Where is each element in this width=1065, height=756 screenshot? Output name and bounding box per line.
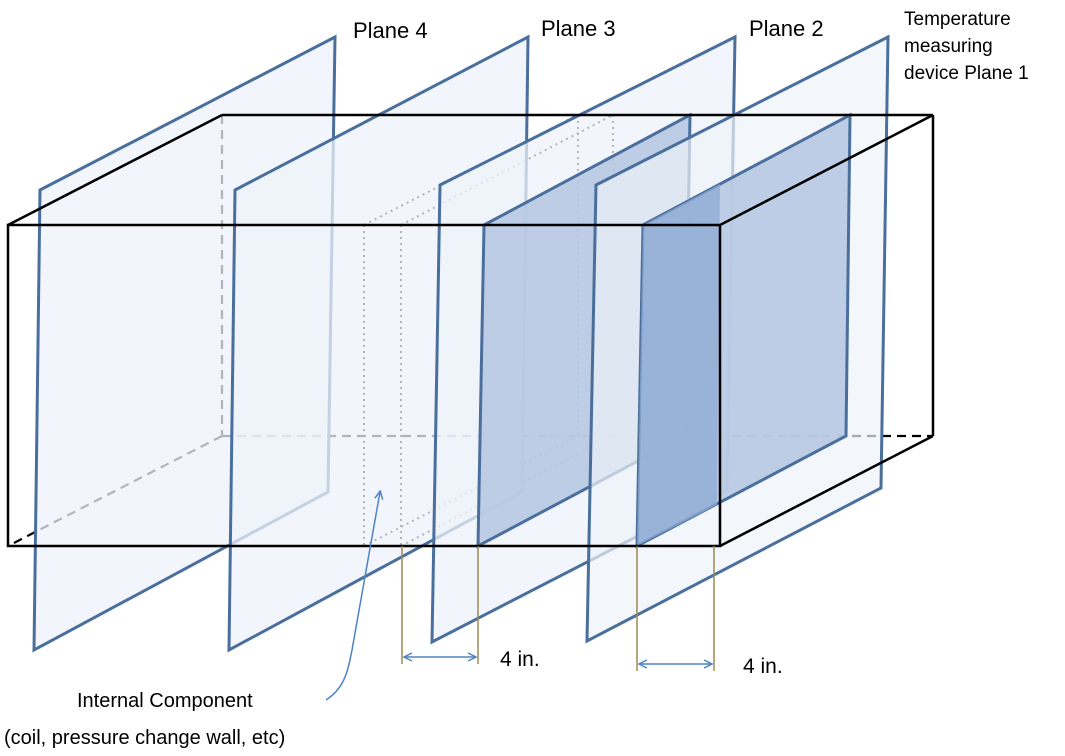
label-plane-1-line2: measuring xyxy=(904,36,993,57)
label-plane-4: Plane 4 xyxy=(353,18,428,43)
plane-overlap xyxy=(637,184,720,546)
dimension-guides xyxy=(401,546,715,671)
label-plane-1-line1: Temperature xyxy=(904,9,1011,30)
label-plane-1-line3: device Plane 1 xyxy=(904,63,1029,84)
label-dimension-right: 4 in. xyxy=(743,655,783,678)
label-internal-component: Internal Component xyxy=(77,690,253,712)
label-plane-3: Plane 3 xyxy=(541,16,616,41)
duct-visible-edges xyxy=(6,113,935,548)
label-internal-component-detail: (coil, pressure change wall, etc) xyxy=(4,727,285,749)
label-plane-2: Plane 2 xyxy=(749,16,824,41)
label-dimension-left: 4 in. xyxy=(500,648,540,671)
component-leader xyxy=(325,492,380,701)
